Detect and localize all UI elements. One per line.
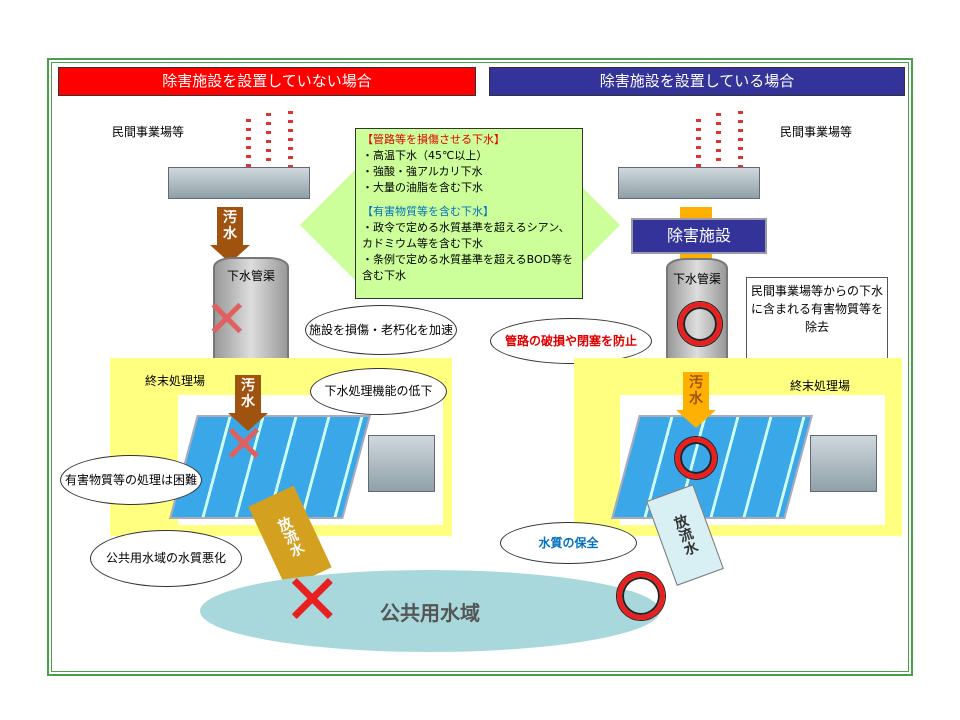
plant-label-right: 終末処理場 <box>790 379 851 393</box>
bubble-water-quality: 水質の保全 <box>500 522 637 564</box>
sewage-arrow-2: 汚水 <box>228 375 268 431</box>
ok-circle-icon <box>678 302 722 346</box>
sewage-types-box: 【管路等を損傷させる下水】 ・高温下水（45℃以上） ・強酸・強アルカリ下水 ・… <box>355 128 585 299</box>
ok-circle-icon <box>617 572 665 620</box>
list-item: ・強酸・強アルカリ下水 <box>362 165 483 178</box>
bubble-function-decline: 下水処理機能の低下 <box>310 368 447 415</box>
list-item: ・高温下水（45℃以上） <box>362 149 488 162</box>
list-item: ・条例で定める水質基準を超えるBOD等を 含む下水 <box>362 253 585 282</box>
bubble-prevent-damage: 管路の破損や閉塞を防止 <box>490 318 652 364</box>
factory-label-left: 民間事業場等 <box>112 125 185 139</box>
list-item: ・大量の油脂を含む下水 <box>362 181 483 194</box>
cross-mark-water: ✕ <box>283 559 342 641</box>
ok-circle-icon <box>675 437 717 479</box>
bubble-damage: 施設を損傷・老朽化を加速 <box>305 305 457 355</box>
sewer-pipe-left: 下水管渠 <box>213 257 289 376</box>
diagram-frame <box>47 58 913 676</box>
cross-mark: ✕ <box>222 415 266 475</box>
bubble-water-deterioration: 公共用水域の水質悪化 <box>90 530 242 587</box>
bubble-hazard-difficult: 有害物質等の処理は困難 <box>60 455 202 505</box>
header-with-facility: 除害施設を設置している場合 <box>489 67 905 96</box>
factory-icon <box>168 105 310 199</box>
treatment-plant-image <box>169 395 443 525</box>
factory-label-right: 民間事業場等 <box>780 125 853 139</box>
factory-icon <box>618 105 760 199</box>
damaging-sewage-title: 【管路等を損傷させる下水】 <box>362 133 505 146</box>
header-without-facility: 除害施設を設置していない場合 <box>58 67 476 96</box>
cross-mark: ✕ <box>205 290 249 350</box>
sewage-arrow-right: 汚水 <box>676 372 716 428</box>
plant-label-left: 終末処理場 <box>145 374 206 388</box>
list-item: ・政令で定める水質基準を超えるシアン、 カドミウム等を含む下水 <box>362 221 576 250</box>
removal-facility: 除害施設 <box>631 218 767 254</box>
sewage-arrow-1: 汚水 <box>210 207 250 263</box>
hazardous-sewage-title: 【有害物質等を含む下水】 <box>362 205 494 218</box>
facility-callout: 民間事業場等からの下水に含まれる有害物質等を除去 <box>746 277 888 359</box>
public-water-body: 公共用水域 <box>200 570 660 652</box>
